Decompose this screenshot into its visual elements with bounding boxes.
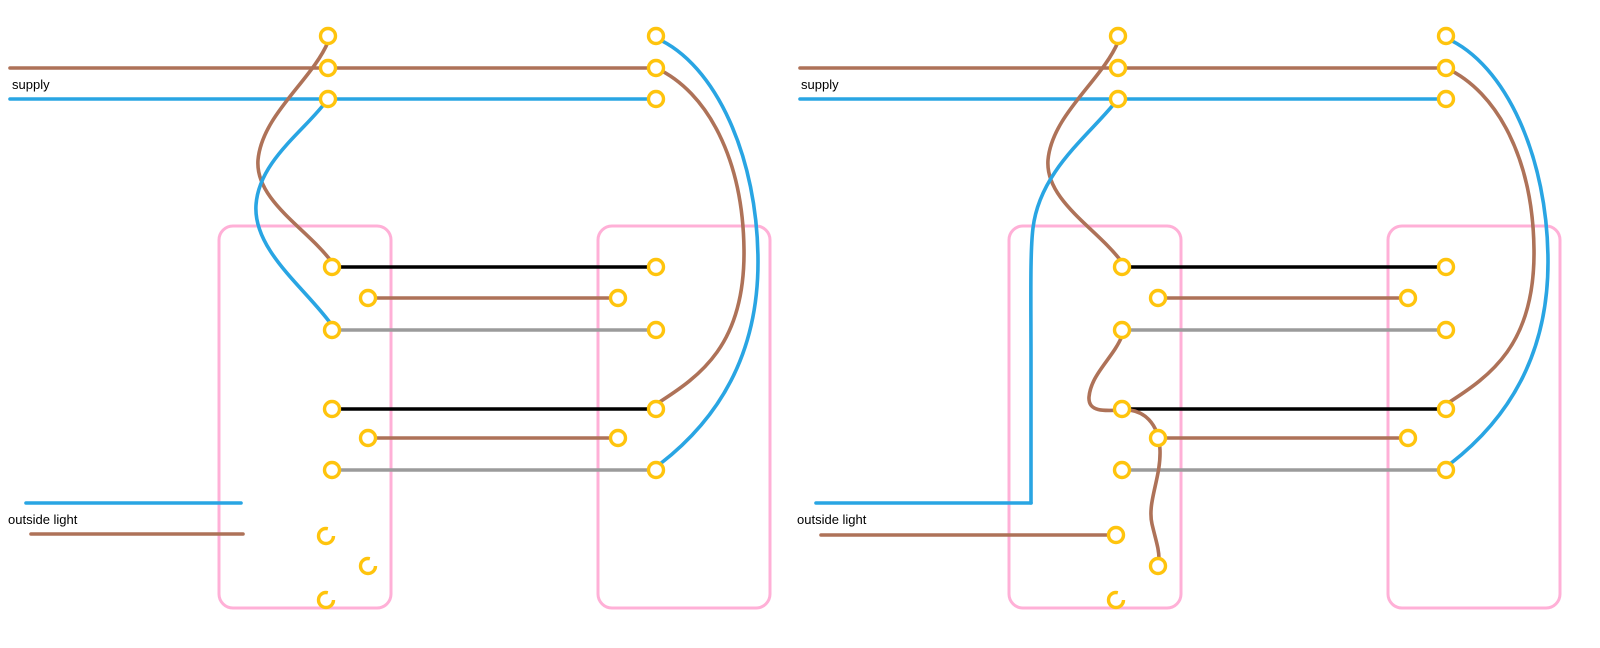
terminal (1112, 460, 1132, 480)
supply-label: supply (12, 77, 50, 92)
terminal-open (1106, 590, 1126, 610)
terminal (1108, 89, 1128, 109)
terminal (646, 58, 666, 78)
terminal (1436, 460, 1456, 480)
blue-drop-left-wire (254, 97, 333, 326)
brown-drop-left-wire (1046, 40, 1123, 263)
terminal (1112, 257, 1132, 277)
terminal (1148, 556, 1168, 576)
brown-loop-right-wire (654, 66, 746, 405)
terminal (646, 320, 666, 340)
wiring-diagram-left: supply outside light (8, 26, 772, 610)
brown-loop-right-wire (1444, 66, 1536, 405)
terminal (1108, 26, 1128, 46)
terminal (646, 399, 666, 419)
terminal (608, 428, 628, 448)
terminal (1436, 58, 1456, 78)
terminal (1436, 399, 1456, 419)
terminal (322, 399, 342, 419)
terminal (1106, 525, 1126, 545)
terminal (318, 26, 338, 46)
terminal (1112, 320, 1132, 340)
terminal (1436, 320, 1456, 340)
blue-loop-right-wire (654, 36, 760, 466)
blue-loop-right-wire (1444, 36, 1550, 466)
brown-internal-link-wire (1087, 334, 1162, 561)
outside-light-label: outside light (797, 512, 867, 527)
switch-box-1 (217, 224, 393, 610)
terminal (646, 26, 666, 46)
terminal (646, 257, 666, 277)
terminal (646, 89, 666, 109)
terminal (1398, 288, 1418, 308)
terminal (322, 257, 342, 277)
terminal (318, 58, 338, 78)
terminal (1398, 428, 1418, 448)
outside-light-label: outside light (8, 512, 78, 527)
switch-box-2 (596, 224, 772, 610)
terminal (1108, 58, 1128, 78)
wiring-diagram-right: supply outside light (797, 26, 1562, 610)
terminal (1148, 428, 1168, 448)
terminal (1436, 26, 1456, 46)
terminal-open (316, 590, 336, 610)
terminal (1148, 288, 1168, 308)
terminal (322, 460, 342, 480)
terminal (318, 89, 338, 109)
terminal (1436, 257, 1456, 277)
terminal (1436, 89, 1456, 109)
switch-box-1 (1007, 224, 1183, 610)
terminal (646, 460, 666, 480)
terminal-open (358, 556, 378, 576)
switch-box-2 (1386, 224, 1562, 610)
terminal (358, 288, 378, 308)
terminal (322, 320, 342, 340)
blue-supply-to-light-wire (1029, 97, 1120, 505)
terminal (358, 428, 378, 448)
terminal-open (316, 526, 336, 546)
terminal (608, 288, 628, 308)
supply-label: supply (801, 77, 839, 92)
terminal (1112, 399, 1132, 419)
brown-drop-left-wire (256, 40, 333, 263)
